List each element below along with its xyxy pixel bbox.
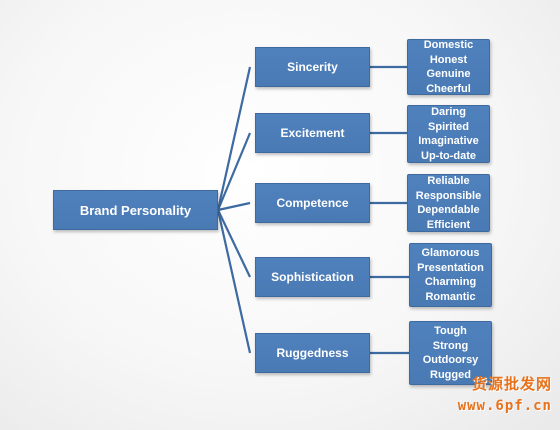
traits-sophistication: Glamorous Presentation Charming Romantic — [409, 243, 492, 307]
connector-root-to-dimension — [216, 209, 252, 354]
dimension-sincerity: Sincerity — [255, 47, 370, 87]
trait-item: Glamorous — [421, 247, 480, 259]
traits-excitement: Daring Spirited Imaginative Up-to-date — [407, 105, 490, 163]
trait-item: Efficient — [426, 218, 471, 231]
dimension-competence: Competence — [255, 183, 370, 223]
trait-item: Romantic — [425, 290, 476, 303]
dimension-sophistication: Sophistication — [255, 257, 370, 297]
trait-item: Reliable — [427, 175, 470, 187]
connector-root-to-dimension — [216, 132, 252, 211]
dimension-label: Sophistication — [271, 270, 354, 284]
connector-root-to-dimension — [217, 209, 251, 278]
connector-root-to-dimension — [216, 66, 252, 211]
dimension-label: Competence — [276, 196, 349, 210]
watermark-url: www.6pf.cn — [457, 398, 552, 414]
trait-item: Charming — [424, 276, 477, 288]
traits-ruggedness: Tough Strong Outdoorsy Rugged — [409, 321, 492, 385]
trait-item: Dependable — [417, 204, 480, 216]
root-node: Brand Personality — [53, 190, 218, 230]
root-node-label: Brand Personality — [79, 202, 192, 218]
trait-item: Domestic — [423, 39, 474, 51]
traits-competence: Reliable Responsible Dependable Efficien… — [407, 174, 490, 232]
dimension-ruggedness: Ruggedness — [255, 333, 370, 373]
trait-item: Honest — [429, 53, 468, 66]
trait-item: Presentation — [417, 261, 484, 274]
watermark-text: 货源批发网 — [471, 375, 552, 393]
trait-item: Tough — [434, 325, 467, 337]
dimension-label: Sincerity — [287, 60, 338, 74]
trait-item: Cheerful — [426, 82, 471, 95]
trait-item: Daring — [431, 106, 466, 118]
dimension-label: Excitement — [280, 126, 345, 140]
trait-item: Up-to-date — [421, 149, 476, 162]
trait-item: Spirited — [428, 120, 469, 133]
trait-item: Genuine — [426, 68, 471, 80]
dimension-label: Ruggedness — [276, 346, 349, 360]
trait-item: Strong — [432, 339, 469, 352]
traits-sincerity: Domestic Honest Genuine Cheerful — [407, 39, 490, 95]
trait-item: Outdoorsy — [422, 354, 479, 366]
trait-item: Rugged — [430, 368, 471, 381]
connector-root-to-dimension — [217, 201, 251, 212]
dimension-excitement: Excitement — [255, 113, 370, 153]
trait-item: Imaginative — [418, 135, 479, 147]
trait-item: Responsible — [415, 189, 482, 202]
